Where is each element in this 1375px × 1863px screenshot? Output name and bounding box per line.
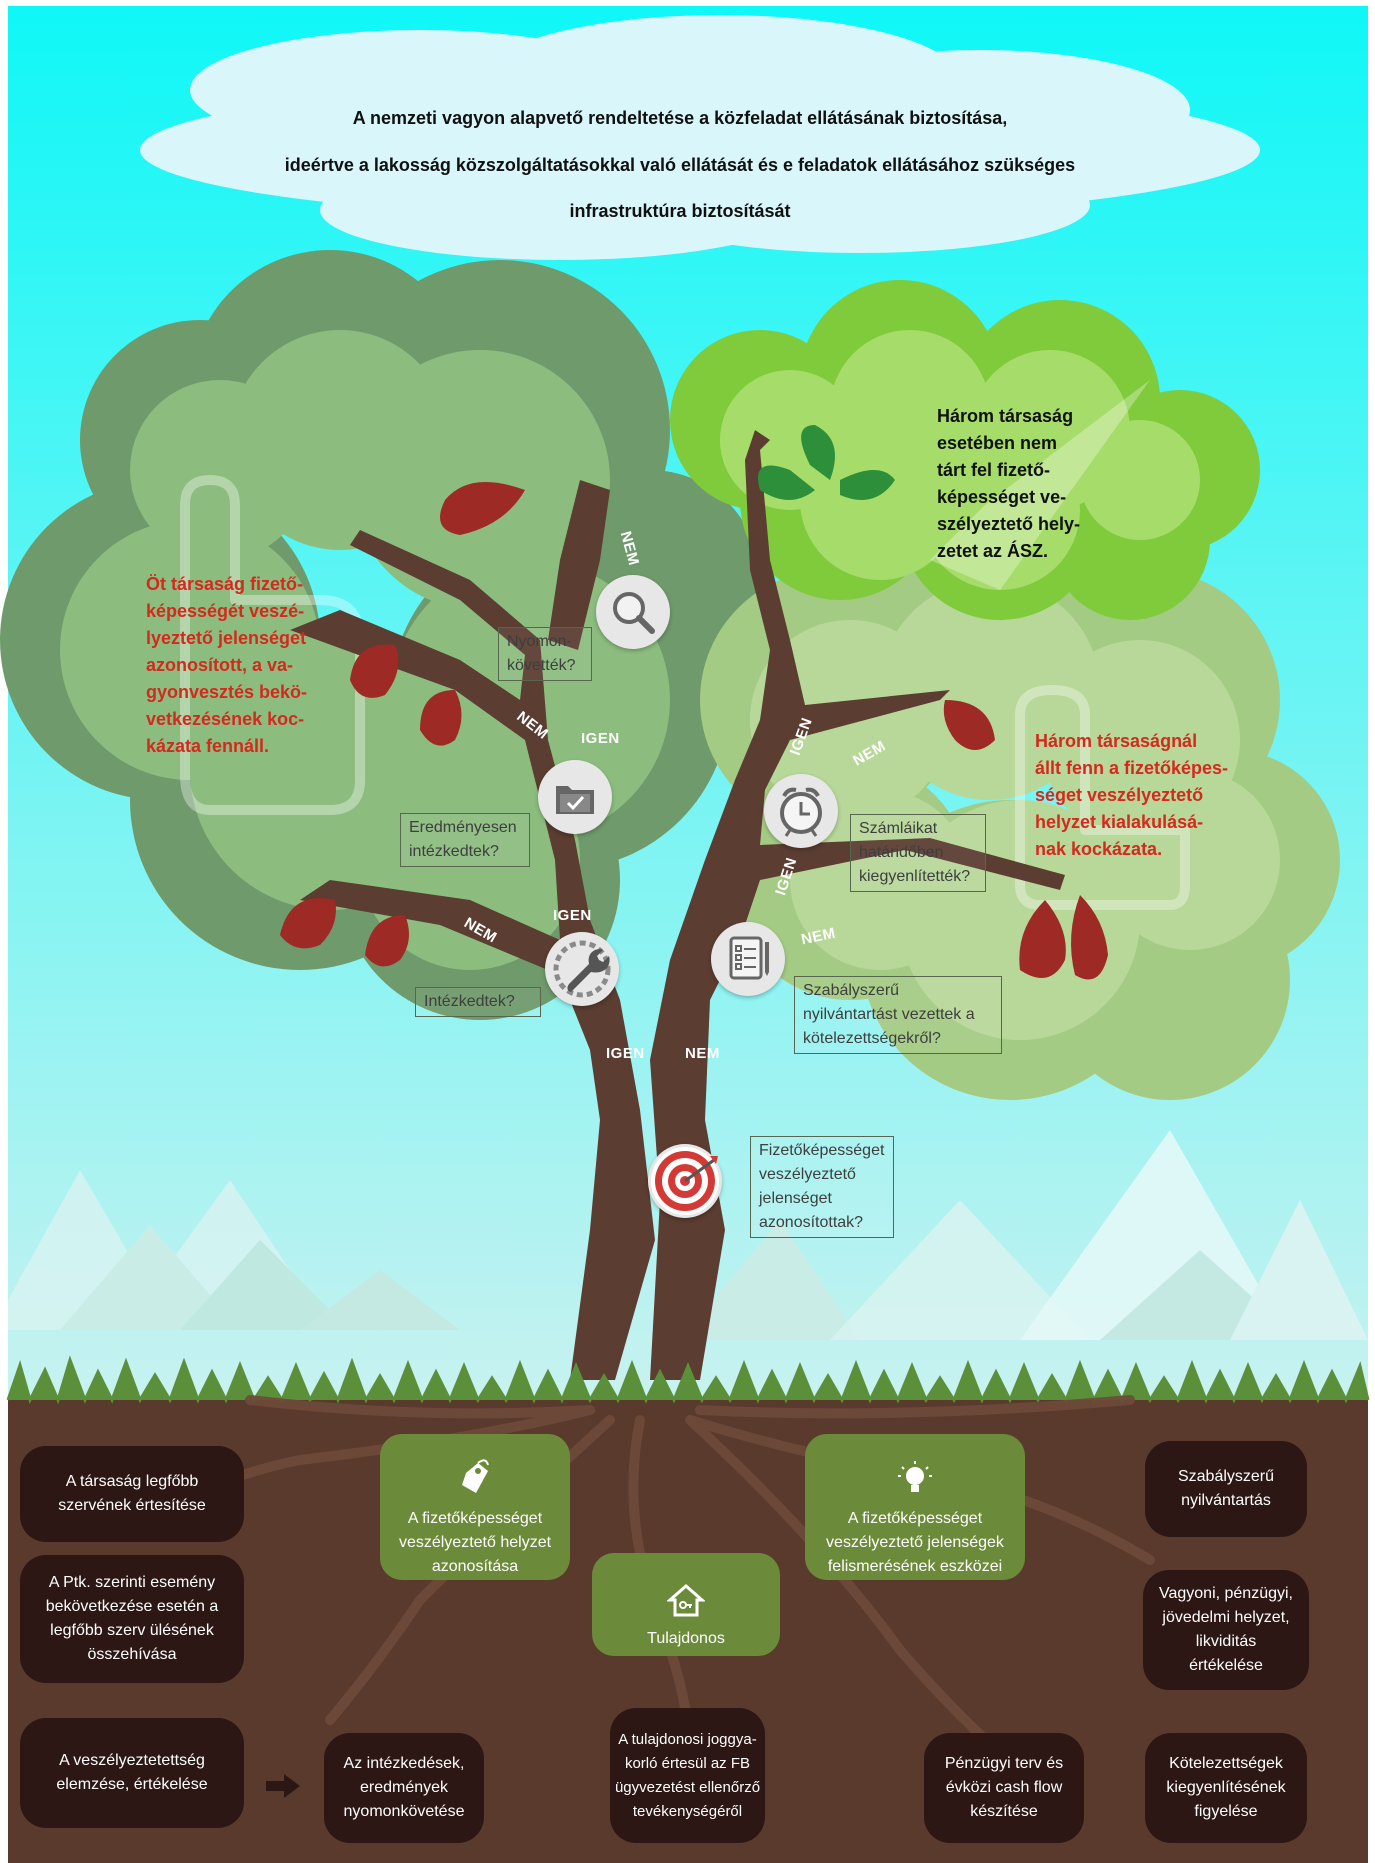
question-records: Szabályszerű nyilvántartást vezettek a k…	[794, 976, 1002, 1054]
grass	[6, 1355, 1370, 1405]
red-leaves	[280, 482, 1108, 980]
result-left: Öt társaság fizető- képességét veszé- ly…	[146, 574, 308, 756]
label-igen-effective: IGEN	[581, 730, 620, 747]
root-box-identify: A fizetőképességet veszélyeztető helyzet…	[380, 1434, 570, 1580]
arrow-right-icon	[266, 1774, 300, 1803]
right-canopy	[700, 510, 1340, 1100]
root-box-owner: Tulajdonos	[592, 1553, 780, 1656]
leaf-icon	[758, 425, 895, 500]
checkmark-icon	[930, 380, 1150, 590]
cloud-shape	[140, 15, 1260, 260]
lightbulb-icon	[896, 1435, 934, 1505]
root-box-tools: A fizetőképességet veszélyeztető jelensé…	[805, 1434, 1025, 1580]
question-invoices: Számláikat határidőben kiegyenlítették?	[850, 814, 986, 892]
result-right: Három társaságnál állt fenn a fizetőképe…	[1035, 731, 1229, 859]
checklist-icon	[711, 922, 785, 996]
magnifier-icon	[596, 575, 670, 649]
target-icon	[648, 1144, 722, 1218]
question-measures: Intézkedtek?	[415, 987, 541, 1017]
root-box-analysis: A veszélyeztetettség elemzése, értékelés…	[20, 1718, 244, 1828]
root-box-finplan: Pénzügyi terv és évközi cash flow készít…	[924, 1733, 1084, 1843]
question-tracked: Nyomon- követték?	[498, 627, 592, 681]
root-box-liabilities: Kötelezettségek kiegyenlítésének figyelé…	[1145, 1733, 1307, 1843]
cloud-text-line-2: ideértve a lakosság közszolgáltatásokkal…	[284, 155, 1076, 175]
label-nem-trunk: NEM	[685, 1045, 720, 1062]
alarm-clock-icon	[764, 774, 838, 848]
mountains	[8, 1130, 1368, 1340]
cloud-text-line-3: infrastruktúra biztosítását	[569, 201, 791, 221]
root-box-registry: Szabályszerű nyilvántartás	[1145, 1441, 1307, 1537]
root-box-notify: A társaság legfőbb szervének értesítése	[20, 1446, 244, 1542]
question-root: Fizetőképességet veszélyeztető jelensége…	[750, 1136, 894, 1238]
label-igen-measures: IGEN	[553, 907, 592, 924]
root-label-tools: A fizetőképességet veszélyeztető jelensé…	[826, 1510, 1004, 1575]
root-label-identify: A fizetőképességet veszélyeztető helyzet…	[398, 1510, 552, 1575]
question-effective: Eredményesen intézkedtek?	[400, 813, 530, 867]
result-top-right: Három társaság esetében nem tárt fel fiz…	[937, 406, 1081, 561]
folder-check-icon	[538, 760, 612, 834]
root-box-assets: Vagyoni, pénzügyi, jövedelmi helyzet, li…	[1143, 1570, 1309, 1690]
root-label-owner: Tulajdonos	[647, 1629, 725, 1647]
thumbs-down-icon	[180, 475, 365, 815]
root-box-ownership: A tulajdonosi joggya- korló értesül az F…	[610, 1708, 765, 1843]
top-right-canopy	[670, 280, 1260, 620]
cloud-text-line-1: A nemzeti vagyon alapvető rendeltetése a…	[352, 108, 1008, 128]
root-box-followup: Az intézkedések, eredmények nyomonköveté…	[324, 1733, 484, 1843]
label-igen-trunk: IGEN	[606, 1045, 645, 1062]
root-box-ptk: A Ptk. szerinti esemény bekövetkezése es…	[20, 1555, 244, 1683]
thumbs-up-icon	[1015, 685, 1190, 910]
wrench-icon	[545, 932, 619, 1006]
price-tag-icon	[458, 1435, 492, 1505]
house-key-icon	[666, 1559, 706, 1625]
